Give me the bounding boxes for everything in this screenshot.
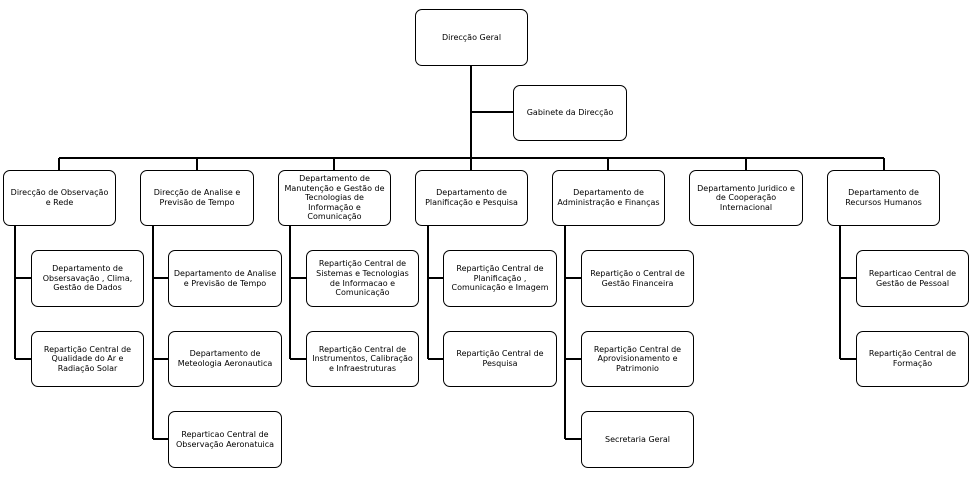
unit-label: Repartição Central de Instrumentos, Cali… (312, 344, 413, 373)
department-label: Departamento de Planificação e Pesquisa (425, 188, 518, 207)
department-label: Departamento de Manutenção e Gestão de T… (284, 174, 385, 222)
unit-node: Departamento de Analise e Previsão de Te… (168, 250, 282, 307)
unit-node: Repartição o Central de Gestão Financeir… (581, 250, 694, 307)
root-label: Direcção Geral (441, 32, 502, 42)
department-node: Departamento de Recursos Humanos (827, 170, 940, 226)
unit-node: Departamento de Obsersavação , Clima, Ge… (31, 250, 144, 307)
cabinet-node: Gabinete da Direcção (513, 85, 627, 141)
unit-node: Secretaria Geral (581, 411, 694, 468)
department-label: Departamento Juridico e de Cooperação In… (697, 183, 795, 212)
unit-node: Reparticao Central de Gestão de Pessoal (856, 250, 969, 307)
unit-label: Repartição Central de Sistemas e Tecnolo… (316, 259, 409, 298)
unit-node: Departamento de Meteologia Aeronautica (168, 331, 282, 387)
unit-label: Departamento de Analise e Previsão de Te… (173, 268, 277, 288)
department-node: Departamento de Manutenção e Gestão de T… (278, 170, 391, 226)
cabinet-label: Gabinete da Direcção (526, 108, 614, 118)
department-label: Direcção de Analise e Previsão de Tempo (153, 188, 241, 207)
unit-label: Secretaria Geral (605, 434, 670, 444)
unit-node: Reparticao Central de Observação Aeronat… (168, 411, 282, 468)
department-node: Departamento Juridico e de Cooperação In… (689, 170, 803, 226)
department-label: Departamento de Recursos Humanos (845, 188, 922, 207)
unit-node: Repartição Central de Planificação , Com… (443, 250, 557, 307)
unit-label: Repartição Central de Formação (868, 349, 957, 368)
unit-label: Repartição Central de Qualidade do Ar e … (43, 344, 132, 373)
unit-label: Departamento de Meteologia Aeronautica (177, 349, 273, 368)
unit-node: Repartição Central de Aprovisionamento e… (581, 331, 694, 387)
unit-node: Repartição Central de Qualidade do Ar e … (31, 331, 144, 387)
department-node: Direcção de Observação e Rede (3, 170, 116, 226)
department-node: Departamento de Planificação e Pesquisa (415, 170, 528, 226)
unit-node: Repartição Central de Sistemas e Tecnolo… (306, 250, 419, 307)
unit-label: Repartição o Central de Gestão Financeir… (590, 268, 685, 288)
unit-node: Repartição Central de Pesquisa (443, 331, 557, 387)
unit-label: Reparticao Central de Observação Aeronat… (175, 429, 275, 449)
unit-node: Repartição Central de Instrumentos, Cali… (306, 331, 419, 387)
unit-label: Repartição Central de Planificação , Com… (451, 264, 549, 293)
department-label: Direcção de Observação e Rede (10, 188, 109, 207)
unit-label: Repartição Central de Aprovisionamento e… (593, 344, 682, 373)
department-node: Direcção de Analise e Previsão de Tempo (140, 170, 254, 226)
department-node: Departamento de Administração e Finanças (552, 170, 665, 226)
unit-label: Repartição Central de Pesquisa (456, 349, 544, 368)
unit-label: Departamento de Obsersavação , Clima, Ge… (42, 264, 133, 293)
root-node: Direcção Geral (415, 9, 528, 66)
unit-node: Repartição Central de Formação (856, 331, 969, 387)
unit-label: Reparticao Central de Gestão de Pessoal (868, 268, 957, 288)
department-label: Departamento de Administração e Finanças (557, 188, 660, 207)
